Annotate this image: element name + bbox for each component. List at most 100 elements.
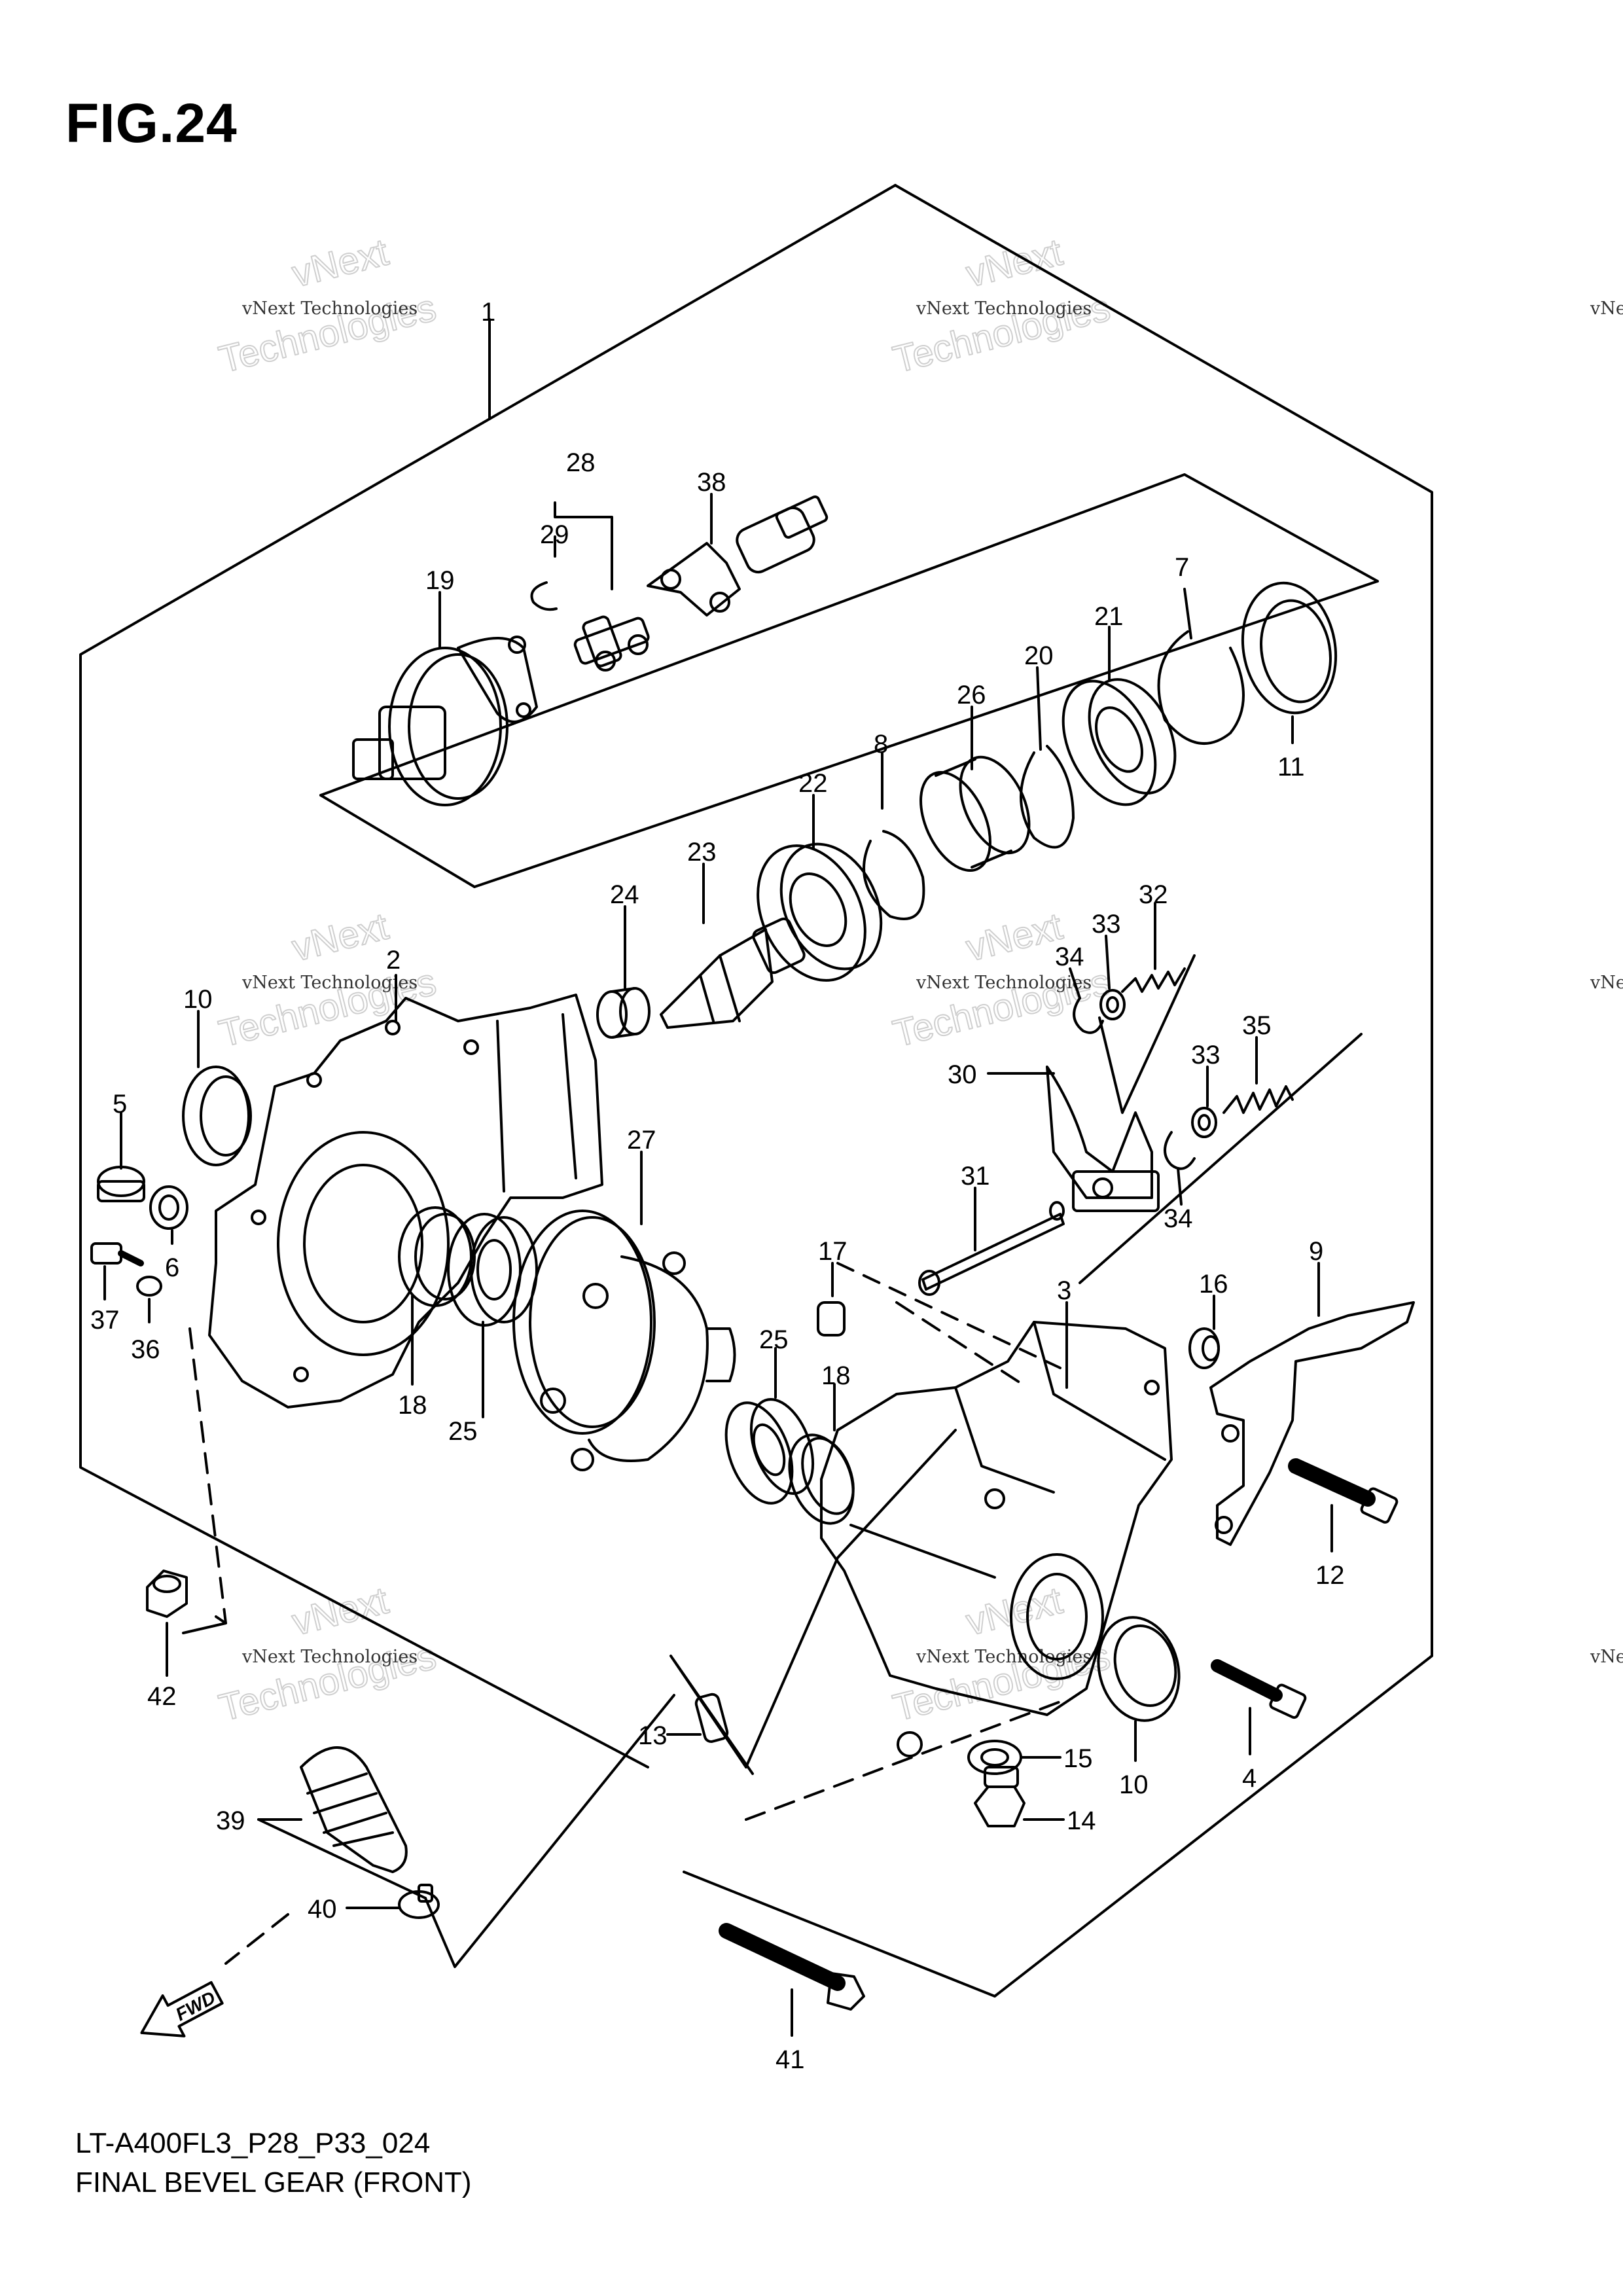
figure-title: FIG.24 <box>65 92 238 154</box>
part-29-circlip <box>530 581 558 611</box>
part-23-bevel-pinion <box>660 917 806 1029</box>
callout-6: 6 <box>165 1253 179 1282</box>
callout-34: 34 <box>1055 942 1084 971</box>
callout-10b: 10 <box>1119 1770 1149 1799</box>
callout-22: 22 <box>798 769 828 798</box>
callout-labels: 1 2 3 4 5 6 7 8 9 10 10 11 12 13 14 15 1… <box>90 298 1345 2074</box>
part-27-differential-gear <box>512 1210 736 1471</box>
callout-1: 1 <box>481 298 495 327</box>
callout-16: 16 <box>1199 1270 1228 1299</box>
part-39-boot <box>300 1746 408 1873</box>
watermark: vNext Technologies vNext Technologies <box>214 230 440 382</box>
callout-15: 15 <box>1063 1744 1093 1773</box>
watermark: vNext Technologies <box>1590 973 1623 993</box>
callout-21: 21 <box>1094 602 1124 631</box>
part-6-gasket <box>149 1185 188 1230</box>
callout-35: 35 <box>1242 1011 1272 1040</box>
leader-28 <box>554 501 613 590</box>
watermark-big-1: vNext <box>962 905 1067 969</box>
part-16-bushing <box>1188 1327 1220 1369</box>
part-10-oil-seal <box>182 1066 252 1166</box>
part-35-spring <box>1222 1085 1294 1114</box>
leader-7 <box>1183 588 1192 639</box>
leader-13 <box>669 1655 754 1775</box>
callout-25: 25 <box>448 1417 478 1446</box>
part-11-oil-seal <box>1241 581 1338 715</box>
part-15-gasket <box>967 1740 1022 1775</box>
watermark: vNext Technologies vNext Technologies <box>888 230 1115 382</box>
watermark: vNext Technologies <box>1590 298 1623 319</box>
watermark-big-1: vNext <box>962 1579 1067 1643</box>
part-28-spider <box>573 615 650 672</box>
callout-37: 37 <box>90 1306 120 1335</box>
part-13-dowel-pin <box>694 1693 729 1743</box>
part-7-circlip <box>1157 630 1245 745</box>
part-2-case <box>208 994 603 1408</box>
leader-42 <box>182 1615 227 1634</box>
callout-36: 36 <box>131 1335 160 1364</box>
part-19-yoke <box>352 636 538 806</box>
watermark-small: vNext Technologies <box>1590 973 1623 993</box>
part-4-bolt <box>1211 1659 1307 1719</box>
leader-20 <box>1036 666 1042 751</box>
part-10-oil-seal <box>1097 1616 1181 1722</box>
leader-34 <box>1177 1167 1183 1206</box>
callout-29: 29 <box>540 520 569 549</box>
shaft-subassembly-frame <box>319 473 1379 797</box>
callout-11: 11 <box>1277 753 1305 781</box>
part-31-shift-shaft <box>918 1201 1065 1296</box>
watermark: vNext Technologies vNext Technologies <box>888 1578 1115 1730</box>
part-41-bolt <box>719 1923 865 2011</box>
part-34-circlip <box>1073 997 1104 1034</box>
watermark-small: vNext Technologies <box>916 973 1092 993</box>
callout-17: 17 <box>818 1237 847 1266</box>
part-26-collar <box>919 755 1031 872</box>
watermark-big-1: vNext <box>288 1579 393 1643</box>
part-34-circlip <box>1164 1131 1196 1170</box>
watermark: vNext Technologies vNext Technologies <box>214 1578 440 1730</box>
part-38-yoke <box>647 495 829 617</box>
assembly-frame <box>79 184 897 1768</box>
watermark-big-1: vNext <box>288 905 393 969</box>
callout-3: 3 <box>1057 1276 1071 1305</box>
shaft-subassembly-frame <box>319 580 1379 888</box>
callout-14: 14 <box>1067 1806 1096 1835</box>
callout-31: 31 <box>961 1162 990 1191</box>
part-30-shift-fork <box>1046 1066 1160 1212</box>
watermark-small: vNext Technologies <box>241 298 418 319</box>
part-40-clamp <box>398 1884 440 1919</box>
callout-7: 7 <box>1175 553 1189 582</box>
leader-39 <box>257 1818 427 1899</box>
callout-25b: 25 <box>759 1325 789 1354</box>
callout-20: 20 <box>1024 641 1054 670</box>
figure-code: LT-A400FL3_P28_P33_024 <box>75 2127 431 2159</box>
watermark-small: vNext Technologies <box>241 1647 418 1667</box>
part-25-bearing <box>724 1398 815 1505</box>
part-18-shim <box>398 1206 476 1307</box>
callout-18b: 18 <box>821 1361 851 1390</box>
callout-9: 9 <box>1309 1237 1323 1266</box>
part-24-needle-bearing <box>596 987 651 1039</box>
callout-32: 32 <box>1139 880 1168 909</box>
leader-33 <box>1105 935 1111 990</box>
watermark-small: vNext Technologies <box>916 1647 1092 1667</box>
part-9-bracket <box>1209 1301 1415 1546</box>
part-17-bushing <box>817 1301 846 1336</box>
callout-33b: 33 <box>1191 1041 1221 1069</box>
callout-28: 28 <box>566 448 596 477</box>
watermark: vNext Technologies <box>1590 1647 1623 1667</box>
watermark-small: vNext Technologies <box>916 298 1092 319</box>
watermark-small: vNext Technologies <box>1590 298 1623 319</box>
callout-30: 30 <box>948 1060 977 1089</box>
callout-38: 38 <box>697 468 726 497</box>
callout-41: 41 <box>776 2045 805 2074</box>
guide-lines <box>188 1262 1061 1965</box>
callout-34b: 34 <box>1164 1204 1193 1233</box>
callout-12: 12 <box>1315 1561 1345 1590</box>
callout-10: 10 <box>183 985 213 1014</box>
pin-line-13 <box>745 1429 957 1768</box>
part-25-bearing <box>447 1213 538 1327</box>
fwd-arrow-icon: FWD <box>140 1981 224 2037</box>
callout-19: 19 <box>425 566 455 595</box>
